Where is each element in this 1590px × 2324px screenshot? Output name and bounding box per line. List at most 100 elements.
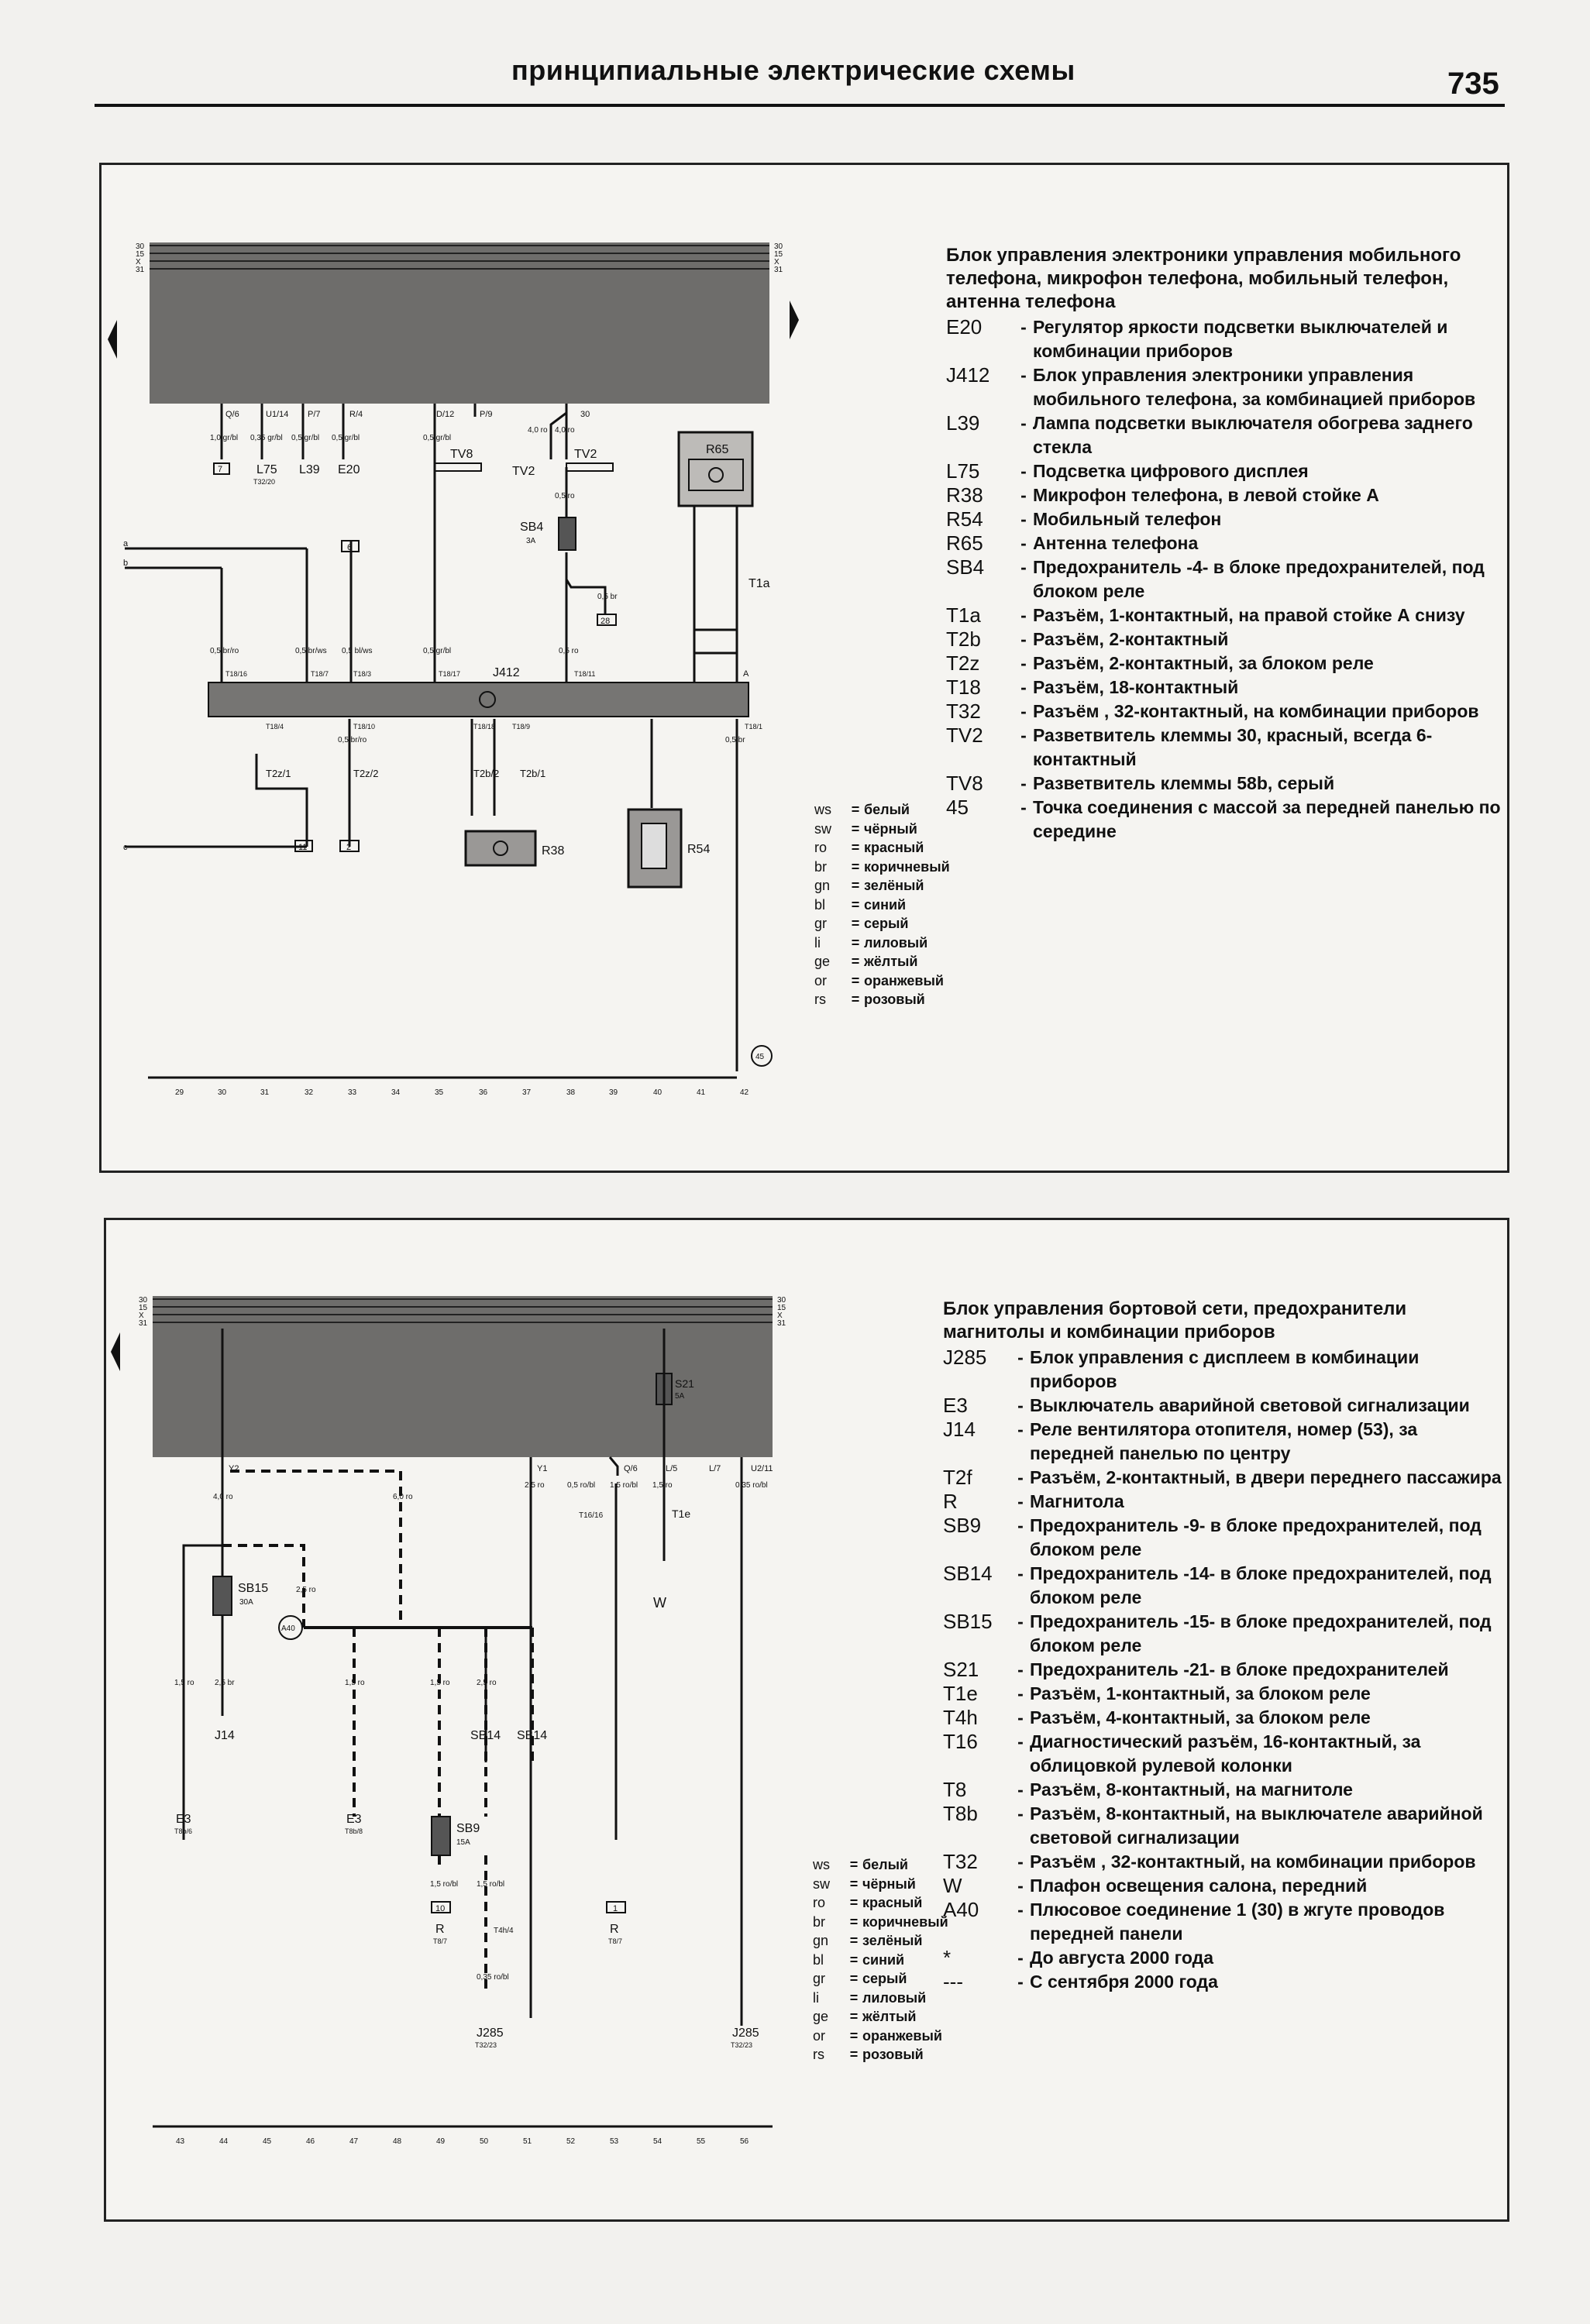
- legend-dash: -: [1017, 1972, 1024, 1992]
- grid-47: 47: [349, 2137, 359, 2146]
- legend-dash: -: [1020, 413, 1027, 433]
- color-row: rs=розовый: [814, 990, 950, 1009]
- legend-desc: Разъём, 8-контактный, на выключателе ава…: [1030, 1803, 1483, 1848]
- legend-row: SB9-Предохранитель -9- в блоке предохран…: [943, 1514, 1506, 1562]
- label-tv8: TV8: [450, 448, 473, 461]
- microphone-r38: [464, 830, 537, 867]
- wire-spec-11: 1,5 ro: [345, 1679, 365, 1687]
- grid-42: 42: [740, 1088, 749, 1097]
- color-code: br: [813, 1913, 826, 1930]
- color-row: ge=жёлтый: [814, 952, 950, 971]
- color-code: sw: [813, 1875, 830, 1892]
- label-sb14-b: SB14: [517, 1729, 547, 1742]
- bus-label-30: 30: [136, 242, 145, 251]
- page-back-arrow-icon[interactable]: [108, 320, 117, 359]
- page-forward-arrow-icon[interactable]: [790, 301, 799, 339]
- bus-label-x: X: [139, 1312, 144, 1320]
- color-row: gr=серый: [814, 914, 950, 933]
- bus-label-30: 30: [139, 1296, 148, 1305]
- color-row: br=коричневый: [814, 858, 950, 877]
- j412-pin-1: T18/16: [225, 670, 247, 678]
- grid-40: 40: [653, 1088, 662, 1097]
- color-row: li=лиловый: [813, 1989, 948, 2008]
- connection-a40: [278, 1615, 303, 1640]
- legend-code: L39: [946, 411, 980, 435]
- label-l39: L39: [299, 463, 320, 476]
- legend-desc: Разъём, 1-контактный, за блоком реле: [1030, 1683, 1371, 1703]
- legend-desc: Регулятор яркости подсветки выключателей…: [1033, 317, 1448, 361]
- side-label-big-a: A: [743, 669, 749, 679]
- color-name: красный: [862, 1895, 923, 1910]
- label-r38: R38: [542, 844, 564, 858]
- bus-label-31: 31: [139, 1319, 148, 1328]
- label-l75: L75: [256, 463, 277, 476]
- grid-44: 44: [219, 2137, 229, 2146]
- legend-code: T18: [946, 676, 981, 699]
- color-name: оранжевый: [862, 2027, 942, 2044]
- pin-p9: P/9: [480, 410, 493, 419]
- color-row: ro=красный: [813, 1893, 948, 1913]
- page-back-arrow-icon[interactable]: [111, 1332, 120, 1371]
- grid-46: 46: [306, 2137, 315, 2146]
- wire-spec-2: 0,35 gr/bl: [250, 434, 283, 442]
- legend-row: L75-Подсветка цифрового дисплея: [946, 459, 1504, 483]
- equals-sign: =: [851, 896, 860, 913]
- color-name: красный: [864, 840, 924, 855]
- legend-code: L75: [946, 459, 980, 483]
- color-name: зелёный: [862, 1933, 923, 1948]
- color-name: чёрный: [864, 820, 917, 837]
- bus-label-15-right: 15: [774, 250, 783, 259]
- color-row: sw=чёрный: [814, 820, 950, 839]
- equals-sign: =: [849, 2009, 859, 2024]
- label-sb9-rating: 15A: [456, 1838, 470, 1847]
- legend-code: SB9: [943, 1514, 982, 1537]
- grid-50: 50: [480, 2137, 489, 2146]
- color-row: ws=белый: [813, 1855, 948, 1875]
- legend-title: Блок управления электроники управления м…: [946, 245, 1461, 312]
- equals-sign: =: [849, 1989, 859, 2006]
- color-row: gr=серый: [813, 1969, 948, 1989]
- equals-sign: =: [851, 858, 860, 875]
- wire-spec-6: 1,5 ro: [652, 1481, 673, 1490]
- label-r54: R54: [687, 843, 710, 856]
- control-unit-j412: [208, 682, 749, 717]
- label-t2b1: T2b/1: [520, 768, 545, 779]
- j412-pin-6: T18/4: [266, 723, 284, 731]
- pin-q6: Q/6: [624, 1464, 638, 1473]
- legend-code: T2f: [943, 1466, 972, 1489]
- grid-33: 33: [348, 1088, 357, 1097]
- legend-code: S21: [943, 1658, 979, 1681]
- color-code: ro: [814, 840, 828, 855]
- legend-code: J14: [943, 1418, 976, 1441]
- label-r-2: R: [610, 1923, 619, 1936]
- color-name: синий: [862, 1951, 905, 1968]
- label-j14: J14: [215, 1729, 235, 1742]
- connector-box-28: [597, 614, 617, 626]
- bus-label-30-right: 30: [777, 1296, 786, 1305]
- pin-q6: Q/6: [225, 410, 239, 419]
- color-code: ws: [814, 802, 831, 817]
- label-sb4: SB4: [520, 521, 543, 534]
- box-label-7: 7: [218, 465, 222, 474]
- legend-desc: Выключатель аварийной световой сигнализа…: [1030, 1395, 1470, 1415]
- wire-spec-1: 4,0 ro: [213, 1493, 233, 1501]
- legend-desc: Разъём , 32-контактный, на комбинации пр…: [1033, 701, 1479, 721]
- legend-code: T4h: [943, 1706, 978, 1729]
- legend-desc: Разъём, 2-контактный: [1033, 629, 1229, 649]
- legend-dash: -: [1017, 1948, 1024, 1968]
- legend-desc: Разъём, 2-контактный, в двери переднего …: [1030, 1467, 1502, 1487]
- equals-sign: =: [849, 1933, 859, 1948]
- grid-56: 56: [740, 2137, 749, 2146]
- grid-29: 29: [175, 1088, 184, 1097]
- color-row: ws=белый: [814, 800, 950, 820]
- legend-dash: -: [1017, 1875, 1024, 1896]
- legend-desc: До августа 2000 года: [1030, 1948, 1214, 1968]
- legend-desc: Точка соединения с массой за передней па…: [1033, 797, 1501, 841]
- legend-desc: С сентября 2000 года: [1030, 1972, 1218, 1992]
- legend-dash: -: [1017, 1659, 1024, 1679]
- grid-45: 45: [263, 2137, 272, 2146]
- wire-spec-6: 4,0 ro: [528, 426, 548, 435]
- color-name: зелёный: [864, 878, 924, 893]
- wire-spec-15: 1,5 ro/bl: [477, 1880, 504, 1889]
- grid-55: 55: [697, 2137, 706, 2146]
